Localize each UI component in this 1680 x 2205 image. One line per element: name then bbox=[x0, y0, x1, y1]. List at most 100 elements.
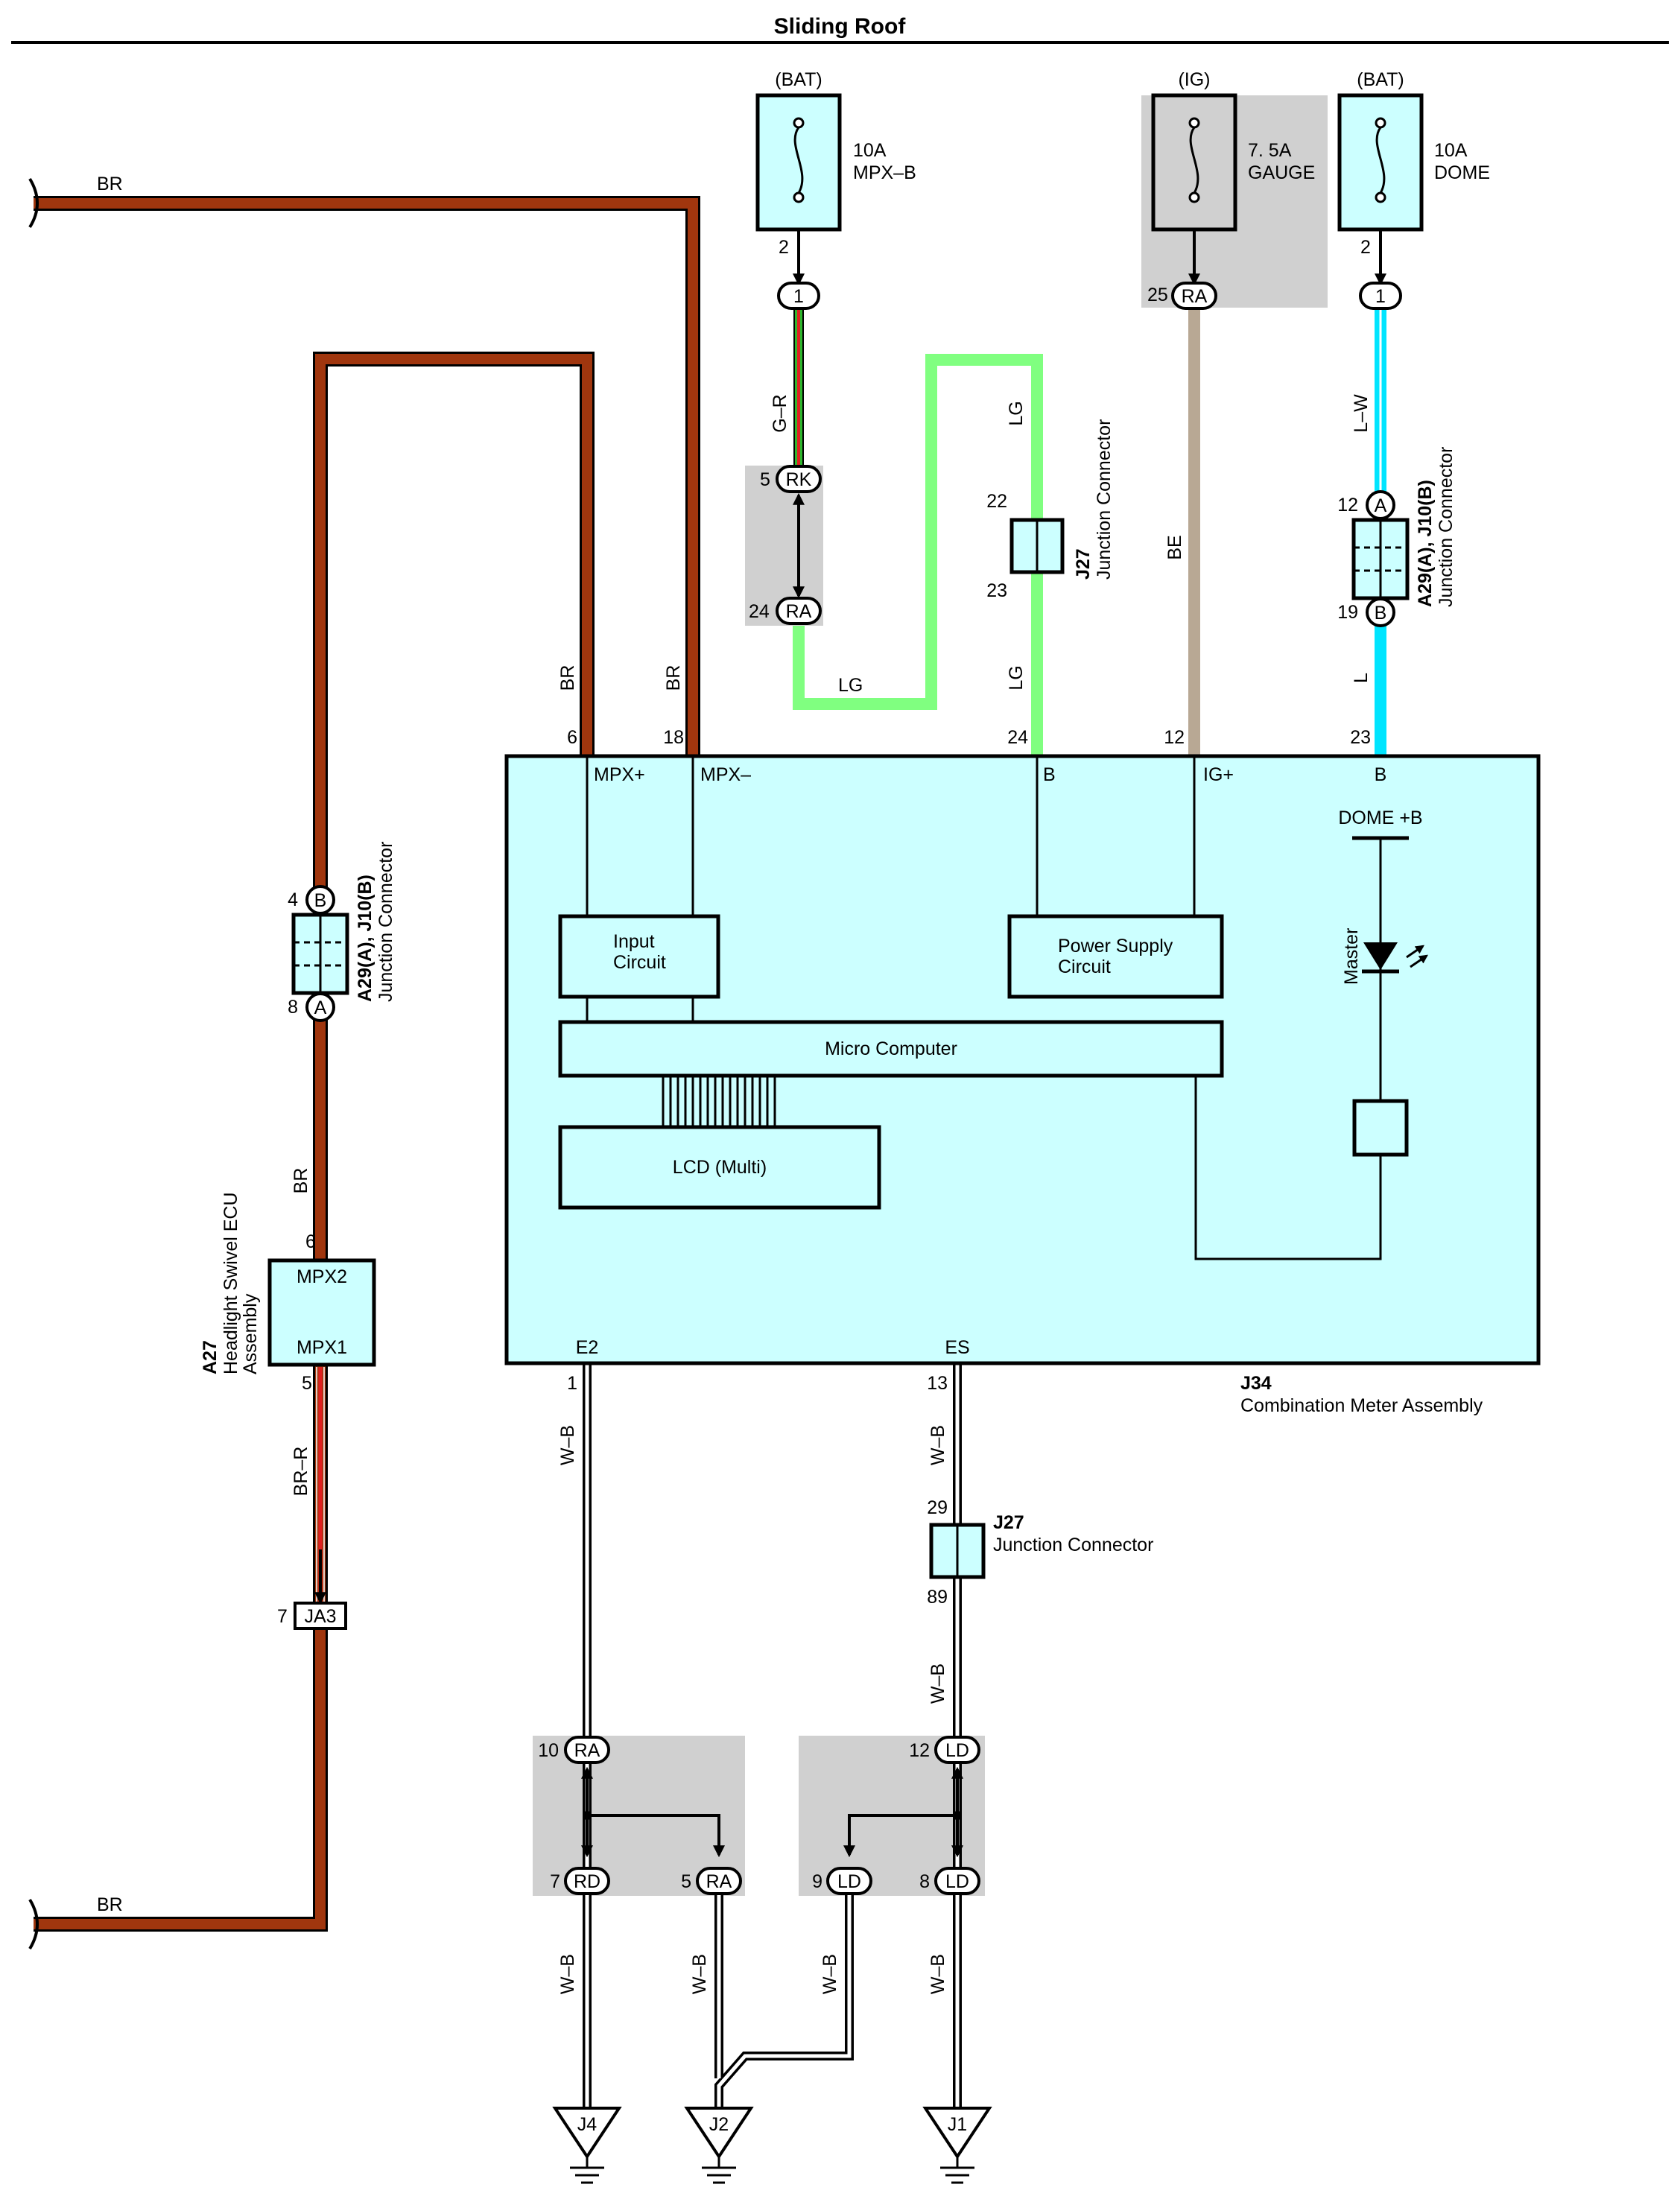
pin-es-13: 13 bbox=[927, 1373, 948, 1394]
connector-1-dome: 1 bbox=[1359, 282, 1402, 310]
connector-ra-gauge: RA bbox=[1171, 282, 1217, 310]
dome-plus-b-label: DOME +B bbox=[1338, 808, 1422, 828]
fuse-gauge-pin: 25 bbox=[1147, 285, 1168, 305]
input-circuit-line2: Circuit bbox=[613, 952, 666, 973]
pin-ra-24: 24 bbox=[749, 601, 770, 622]
wire-label-w-b-ld9: W–B bbox=[820, 1954, 840, 1994]
svg-text:RA: RA bbox=[786, 601, 812, 622]
meter-code: J34 bbox=[1240, 1373, 1272, 1394]
j27-lower-code: J27 bbox=[993, 1512, 1024, 1533]
meter-terminal-b: B bbox=[1043, 764, 1056, 785]
svg-text:LD: LD bbox=[945, 1871, 969, 1892]
connector-a-upper: A bbox=[1366, 490, 1395, 520]
wire-label-w-b-j4: W–B bbox=[557, 1954, 578, 1994]
wire-label-w-b-es: W–B bbox=[928, 1425, 948, 1465]
meter-terminal-mpx-minus: MPX– bbox=[700, 764, 751, 785]
svg-text:A: A bbox=[1375, 495, 1387, 516]
wire-label-br-6: BR bbox=[557, 665, 578, 691]
wire-label-w-b-e2: W–B bbox=[557, 1425, 578, 1465]
svg-text:LD: LD bbox=[837, 1871, 861, 1892]
connector-a-left: A bbox=[305, 992, 335, 1022]
pin-a-12: 12 bbox=[1337, 495, 1358, 515]
lcd-box bbox=[558, 1125, 881, 1210]
svg-text:1: 1 bbox=[1375, 286, 1386, 307]
a29-left-code: A29(A), J10(B) bbox=[355, 875, 375, 1002]
meter-terminal-ig: IG+ bbox=[1203, 764, 1234, 785]
wire-label-w-b-j2: W–B bbox=[689, 1954, 710, 1994]
connector-ra-10: RA bbox=[564, 1736, 610, 1764]
a27-name-line2: Assembly bbox=[240, 1293, 261, 1374]
meter-terminal-mpx-plus: MPX+ bbox=[594, 764, 645, 785]
svg-text:A: A bbox=[314, 997, 327, 1018]
a29-left-connector bbox=[291, 913, 349, 995]
svg-text:LD: LD bbox=[945, 1740, 969, 1761]
pin-ra-5: 5 bbox=[681, 1871, 691, 1892]
a29-upper-name: Junction Connector bbox=[1436, 447, 1456, 607]
fuse-gauge-source: (IG) bbox=[1178, 69, 1210, 90]
svg-text:B: B bbox=[314, 890, 327, 911]
fuse-dome-pin: 2 bbox=[1360, 237, 1371, 258]
wire-label-lg-horizontal: LG bbox=[838, 675, 863, 696]
a27-ecu-box bbox=[267, 1258, 376, 1367]
wire-label-be: BE bbox=[1164, 535, 1185, 559]
connector-rk-5: RK bbox=[776, 465, 822, 493]
fuse-mpx-b bbox=[755, 93, 842, 286]
meter-terminal-b2: B bbox=[1375, 764, 1387, 785]
pin-j27-22: 22 bbox=[986, 491, 1007, 512]
a27-mpx2: MPX2 bbox=[297, 1266, 347, 1287]
input-circuit-box bbox=[558, 914, 720, 999]
connector-ld-9: LD bbox=[826, 1867, 872, 1895]
wire-label-l-w: L–W bbox=[1351, 394, 1372, 433]
fuse-mpx-b-pin: 2 bbox=[779, 237, 789, 258]
meter-terminal-es: ES bbox=[945, 1337, 969, 1358]
fuse-gauge bbox=[1151, 93, 1237, 286]
page-title: Sliding Roof bbox=[774, 14, 907, 39]
svg-text:RA: RA bbox=[706, 1871, 732, 1892]
lg-wire bbox=[793, 354, 1043, 756]
j27-upper-connector bbox=[1009, 518, 1065, 574]
connector-ja3: JA3 bbox=[294, 1602, 347, 1630]
pin-j27-89: 89 bbox=[927, 1587, 948, 1608]
connector-1-mpx: 1 bbox=[777, 282, 820, 310]
fuse-gauge-name: GAUGE bbox=[1248, 162, 1315, 183]
ground-j4-icon bbox=[552, 2107, 622, 2184]
pin-a-8: 8 bbox=[288, 997, 298, 1018]
br-wire-lower bbox=[34, 352, 595, 1932]
svg-text:RA: RA bbox=[1182, 286, 1208, 307]
fuse-mpx-b-name: MPX–B bbox=[853, 162, 916, 183]
meter-pin-12: 12 bbox=[1164, 727, 1185, 748]
connector-b-upper: B bbox=[1366, 597, 1395, 627]
svg-text:RD: RD bbox=[574, 1871, 600, 1892]
pin-b-19: 19 bbox=[1337, 602, 1358, 623]
pin-ecu-6: 6 bbox=[305, 1231, 316, 1252]
led-driver-box bbox=[1352, 1099, 1409, 1157]
connector-rd-7: RD bbox=[564, 1867, 610, 1895]
fuse-mpx-b-source: (BAT) bbox=[775, 69, 822, 90]
pin-rd-7: 7 bbox=[550, 1871, 560, 1892]
j27-upper-name: Junction Connector bbox=[1094, 419, 1115, 580]
wire-label-br-r: BR–R bbox=[291, 1447, 311, 1497]
br-wire-upper bbox=[34, 196, 700, 756]
fuse-dome-name: DOME bbox=[1434, 162, 1490, 183]
pin-j27-23: 23 bbox=[986, 580, 1007, 601]
svg-text:1: 1 bbox=[793, 286, 804, 307]
wire-label-g-r: G–R bbox=[770, 394, 790, 432]
connector-ra-5: RA bbox=[696, 1867, 742, 1895]
master-label: Master bbox=[1341, 928, 1362, 985]
wire-label-l: L bbox=[1351, 673, 1372, 683]
input-circuit-line1: Input bbox=[613, 931, 655, 952]
fuse-dome bbox=[1337, 93, 1424, 286]
wire-label-br-18: BR bbox=[663, 665, 684, 691]
meter-pin-18: 18 bbox=[663, 727, 684, 748]
pin-b-4: 4 bbox=[288, 889, 298, 910]
fuse-dome-rating: 10A bbox=[1434, 140, 1468, 161]
wire-break-bottom bbox=[28, 1898, 39, 1950]
j27-upper-code: J27 bbox=[1073, 548, 1094, 580]
svg-text:JA3: JA3 bbox=[304, 1606, 336, 1627]
power-supply-box bbox=[1007, 914, 1224, 999]
connector-ra-24: RA bbox=[776, 597, 822, 625]
meter-pin-23: 23 bbox=[1350, 727, 1371, 748]
ground-j4-label: J4 bbox=[577, 2114, 597, 2135]
splice-node-ra bbox=[583, 1811, 592, 1820]
a27-name-line1: Headlight Swivel ECU bbox=[221, 1192, 241, 1374]
